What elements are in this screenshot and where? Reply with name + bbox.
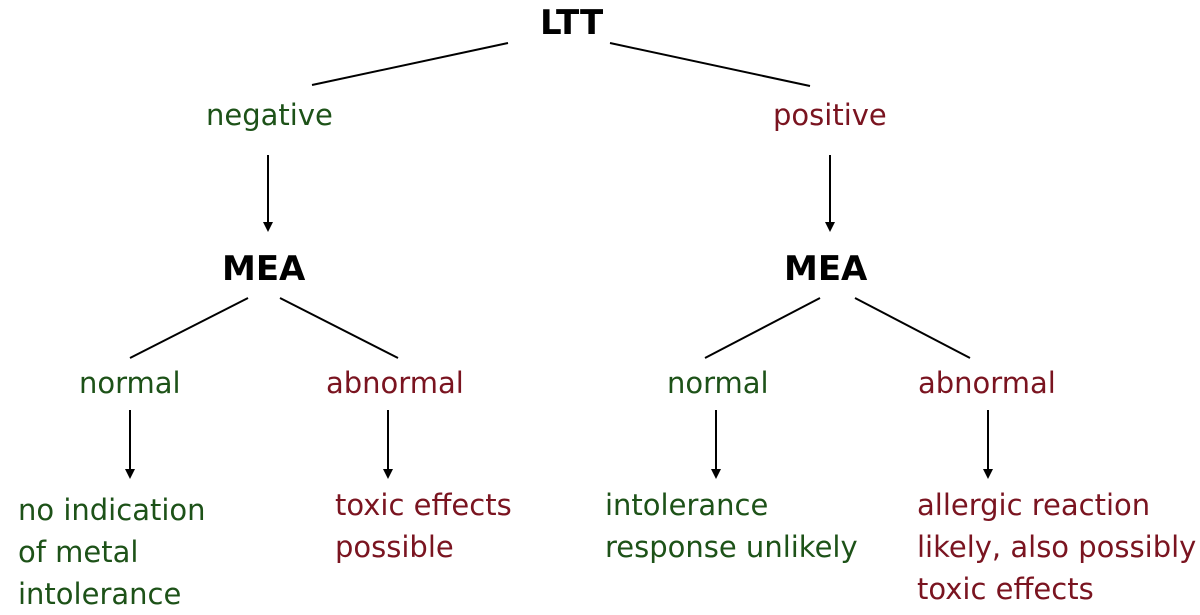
result-positive-label: positive bbox=[773, 98, 887, 132]
test-mea-left-label: MEA bbox=[222, 249, 306, 289]
outcome-line: likely, also possibly bbox=[917, 530, 1197, 564]
outcome-no-metal-intolerance: no indication of metal intolerance bbox=[18, 489, 206, 615]
outcome-line: allergic reaction bbox=[917, 488, 1151, 522]
outcome-line: toxic effects bbox=[335, 488, 512, 522]
outcome-line: possible bbox=[335, 530, 454, 564]
test-mea-right-label: MEA bbox=[784, 249, 868, 289]
line-ltt-positive bbox=[609, 42, 811, 87]
line-mea-right-normal bbox=[704, 297, 821, 359]
result-left-normal-label: normal bbox=[79, 366, 181, 400]
outcome-line: of metal bbox=[18, 535, 139, 569]
outcome-line: response unlikely bbox=[605, 530, 858, 564]
result-negative-label: negative bbox=[206, 98, 333, 132]
line-ltt-negative bbox=[311, 42, 509, 86]
result-left-abnormal-label: abnormal bbox=[326, 366, 464, 400]
line-mea-left-abnormal bbox=[279, 297, 399, 359]
outcome-line: toxic effects bbox=[917, 572, 1094, 606]
outcome-line: no indication bbox=[18, 493, 206, 527]
outcome-line: intolerance bbox=[18, 577, 182, 611]
outcome-toxic-effects-possible: toxic effects possible bbox=[335, 484, 512, 568]
root-ltt-label: LTT bbox=[540, 3, 604, 43]
result-right-normal-label: normal bbox=[667, 366, 769, 400]
line-mea-left-normal bbox=[129, 297, 249, 359]
line-mea-right-abnormal bbox=[854, 297, 971, 359]
outcome-intolerance-unlikely: intolerance response unlikely bbox=[605, 484, 858, 568]
outcome-line: intolerance bbox=[605, 488, 769, 522]
outcome-allergic-reaction-likely: allergic reaction likely, also possibly … bbox=[917, 484, 1196, 610]
result-right-abnormal-label: abnormal bbox=[918, 366, 1056, 400]
